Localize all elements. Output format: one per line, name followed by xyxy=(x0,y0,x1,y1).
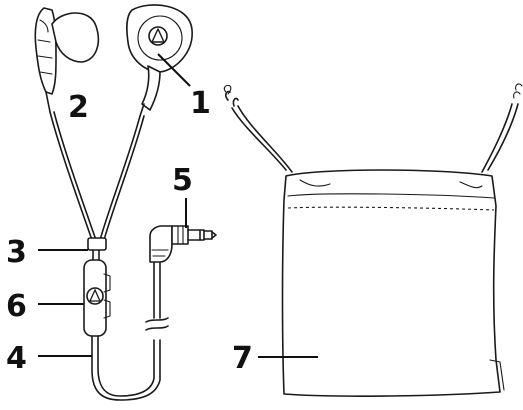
callout-label-4: 4 xyxy=(6,341,27,376)
earphone-left xyxy=(34,7,100,113)
callout-label-2: 2 xyxy=(68,90,89,125)
earphone-cable xyxy=(49,111,169,401)
callout-label-7: 7 xyxy=(232,341,253,376)
callout-label-5: 5 xyxy=(172,163,193,198)
earphone-right xyxy=(126,4,193,117)
controller-logo-icon xyxy=(86,287,104,305)
leader-line-1 xyxy=(157,53,191,87)
callout-label-3: 3 xyxy=(6,235,27,270)
callout-label-6: 6 xyxy=(6,289,27,324)
carrying-pouch xyxy=(223,83,523,397)
callout-label-1: 1 xyxy=(190,86,211,121)
audio-technica-logo-icon xyxy=(148,26,168,46)
stereo-mini-plug xyxy=(149,225,217,263)
